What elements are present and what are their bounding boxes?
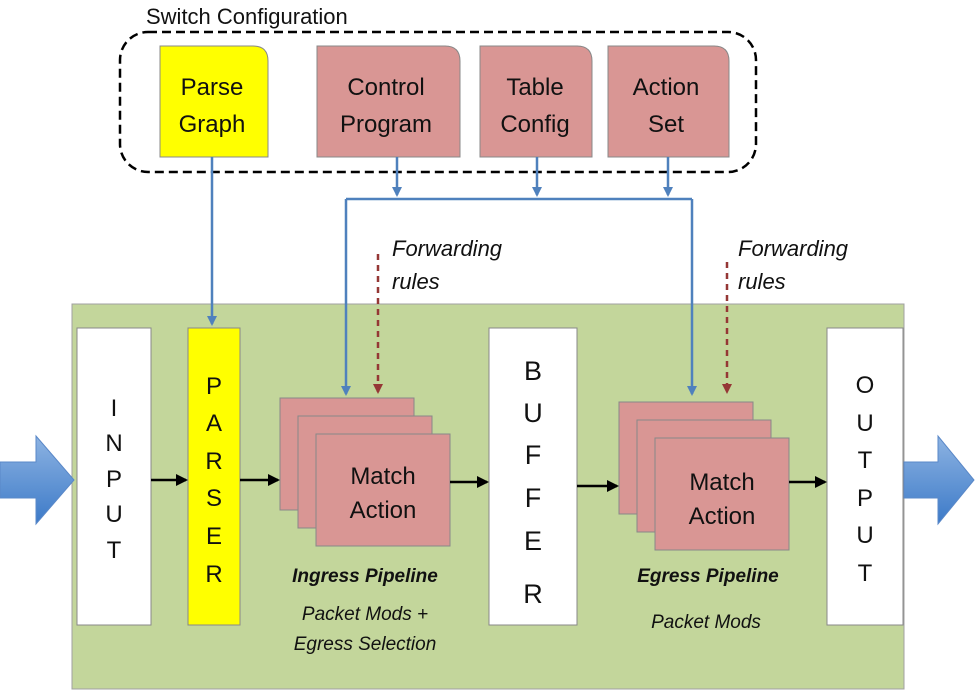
svg-text:E: E [524,526,542,556]
parse-graph-line-1: Parse [181,74,244,101]
output-box [826,327,904,626]
control-program-line-1: Control [347,74,424,101]
forwarding-rules-1-line-2: rules [392,269,440,294]
buffer-letters: B U F F E R [523,356,543,609]
ingress-action-label: Action [350,497,417,524]
input-letters: I N P U T [105,395,122,564]
parser-letters: P A R S E R [205,373,222,588]
switch-configuration-title: Switch Configuration [146,4,348,29]
forwarding-rules-2-line-2: rules [738,269,786,294]
switch-configuration-box [118,30,758,174]
buffer-box [488,327,578,626]
forwarding-rules-1-line-1: Forwarding [392,236,503,261]
svg-text:N: N [105,430,122,457]
egress-match-label: Match [689,469,754,496]
action-set-line-2: Set [648,111,684,138]
parser-box [187,327,241,626]
svg-text:P: P [106,466,122,493]
svg-text:E: E [206,523,222,550]
svg-text:A: A [206,410,222,437]
svg-text:F: F [525,440,542,470]
action-set-line-1: Action [633,74,700,101]
ingress-desc-line-1: Packet Mods + [302,604,428,625]
output-letters: O U T P U T [856,372,875,587]
svg-text:T: T [858,560,873,587]
ingress-desc-line-2: Egress Selection [294,634,437,655]
svg-text:U: U [856,522,873,549]
table-config-line-1: Table [506,74,563,101]
parse-graph-box [159,45,269,158]
control-program-line-2: Program [340,111,432,138]
svg-text:R: R [205,561,222,588]
svg-text:P: P [206,373,222,400]
table-config-line-2: Config [500,111,569,138]
ingress-pipeline-label: Ingress Pipeline [292,566,438,587]
table-config-box [479,45,593,158]
egress-pipeline-label: Egress Pipeline [637,566,779,587]
input-big-arrow [0,434,75,526]
svg-text:T: T [858,447,873,474]
config-connectors [207,157,697,396]
output-big-arrow [903,434,975,526]
control-program-box [316,45,461,158]
input-box [76,327,152,626]
svg-text:R: R [523,579,543,609]
egress-desc-line-1: Packet Mods [651,612,761,633]
action-set-box [607,45,730,158]
svg-text:U: U [523,398,543,428]
svg-text:B: B [524,356,542,386]
svg-text:R: R [205,448,222,475]
packet-flow-arrows [151,474,827,492]
svg-text:T: T [107,537,122,564]
svg-text:S: S [206,485,222,512]
svg-text:I: I [111,395,118,422]
egress-action-label: Action [689,503,756,530]
svg-text:U: U [105,501,122,528]
svg-text:F: F [525,483,542,513]
parse-graph-line-2: Graph [179,111,246,138]
egress-stage-front [654,437,790,551]
svg-text:O: O [856,372,875,399]
svg-text:P: P [857,485,873,512]
forwarding-rules-2-line-1: Forwarding [738,236,849,261]
svg-text:U: U [856,410,873,437]
ingress-stage-front [315,433,451,547]
ingress-match-label: Match [350,463,415,490]
